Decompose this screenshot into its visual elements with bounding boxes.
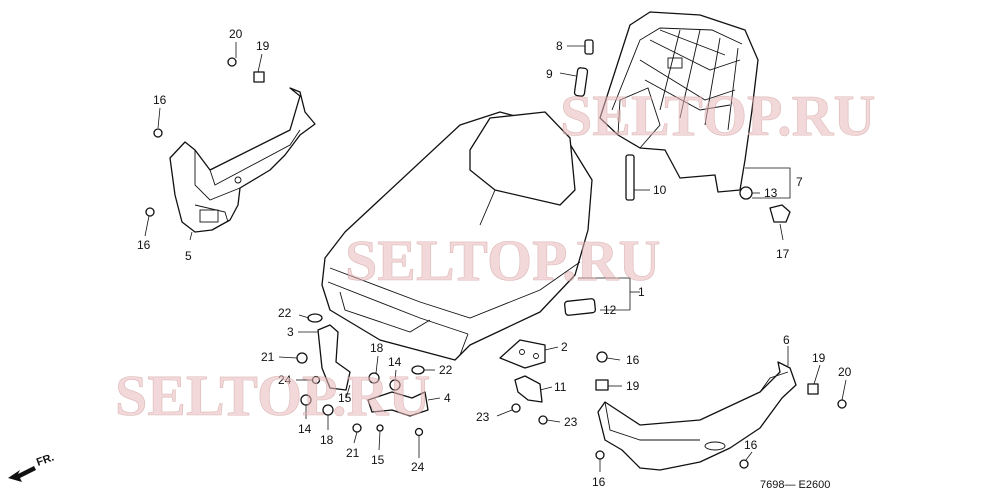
- label-7: 7: [796, 175, 803, 189]
- label-16-bottomright: 16: [744, 438, 758, 452]
- label-21-bottom: 21: [346, 446, 360, 460]
- label-13: 13: [764, 186, 778, 200]
- label-5: 5: [185, 249, 192, 263]
- label-17: 17: [776, 247, 790, 261]
- watermarks: SELTOP.RU SELTOP.RU SELTOP.RU: [115, 83, 876, 429]
- front-direction-indicator: FR.: [8, 451, 56, 482]
- leader-lines: [144, 42, 847, 472]
- label-3: 3: [287, 325, 294, 339]
- label-11: 11: [554, 380, 567, 394]
- hood-cover: [321, 111, 593, 361]
- label-22-right: 22: [439, 363, 453, 377]
- label-19-mid: 19: [626, 379, 640, 393]
- bracket-4: [367, 391, 429, 417]
- right-lower-cover: [597, 361, 797, 471]
- label-16-left: 16: [137, 238, 151, 252]
- label-4: 4: [444, 391, 451, 405]
- label-2: 2: [561, 340, 568, 354]
- label-16-mid: 16: [626, 353, 640, 367]
- label-9: 9: [546, 67, 553, 81]
- label-15-mid: 15: [338, 391, 352, 405]
- bracket-11: [514, 375, 543, 403]
- watermark-top: SELTOP.RU: [560, 83, 875, 148]
- rear-basket-cover: [599, 11, 759, 193]
- label-16-topleft: 16: [153, 93, 167, 107]
- label-21-left: 21: [261, 350, 275, 364]
- label-18-left: 18: [320, 433, 334, 447]
- label-8: 8: [556, 39, 563, 53]
- label-23-right: 23: [564, 415, 578, 429]
- label-14-top: 14: [388, 355, 402, 369]
- label-18-top: 18: [370, 341, 384, 355]
- label-20-right: 20: [838, 365, 852, 379]
- front-label: FR.: [35, 451, 56, 468]
- front-arrow-icon: [8, 466, 36, 482]
- label-16-bottom: 16: [592, 475, 606, 489]
- label-1: 1: [638, 285, 645, 299]
- label-23-left: 23: [476, 410, 490, 424]
- label-24-bottom: 24: [411, 460, 425, 474]
- label-24-left: 24: [278, 373, 292, 387]
- label-6: 6: [783, 333, 790, 347]
- label-12: 12: [603, 303, 617, 317]
- label-10: 10: [653, 183, 667, 197]
- bracket-2: [499, 339, 546, 369]
- label-20-top: 20: [229, 27, 243, 41]
- label-19-top: 19: [256, 39, 270, 53]
- label-14-left: 14: [298, 422, 312, 436]
- label-19-right: 19: [812, 351, 826, 365]
- drawing-code: 7698— E2600: [760, 479, 830, 491]
- label-22-left: 22: [278, 306, 292, 320]
- left-side-panel: [169, 87, 316, 233]
- label-15-bottom: 15: [371, 453, 385, 467]
- part-labels: 20 19 16 16 5 8 9 10 13 7 17 1 12 2 11 1…: [137, 27, 852, 489]
- watermark-middle: SELTOP.RU: [345, 228, 660, 293]
- watermark-bottom: SELTOP.RU: [115, 363, 430, 428]
- hardware: [145, 39, 847, 469]
- bracket-3: [317, 324, 351, 391]
